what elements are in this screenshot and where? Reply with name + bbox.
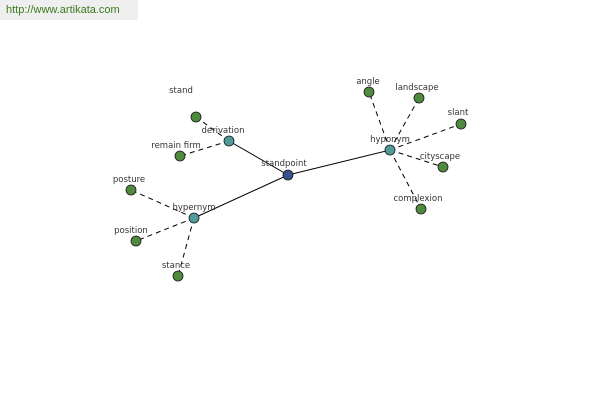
label-standpoint: standpoint — [261, 159, 307, 169]
label-hyponym: hyponym — [370, 135, 410, 145]
edge-derivation-stand — [195, 116, 230, 142]
label-remain-firm: remain firm — [151, 141, 200, 151]
edge-hypernym-position — [135, 217, 195, 242]
graph-edges — [130, 91, 462, 277]
node-hyponym[interactable] — [384, 144, 396, 156]
label-posture: posture — [113, 175, 145, 185]
edge-standpoint-derivation — [228, 140, 289, 176]
edge-hyponym-landscape — [389, 97, 420, 151]
edge-hyponym-angle — [368, 91, 391, 151]
label-cityscape: cityscape — [420, 152, 460, 162]
graph-nodes — [125, 86, 467, 282]
node-landscape[interactable] — [413, 92, 425, 104]
node-hypernym[interactable] — [188, 212, 200, 224]
edge-hypernym-stance — [177, 217, 195, 277]
label-position: position — [114, 226, 148, 236]
node-position[interactable] — [130, 235, 142, 247]
label-derivation: derivation — [201, 126, 244, 136]
edge-standpoint-hyponym — [287, 149, 391, 176]
label-complexion: complexion — [394, 194, 443, 204]
edge-hyponym-complexion — [389, 149, 422, 210]
node-angle[interactable] — [363, 86, 375, 98]
label-slant: slant — [448, 108, 469, 118]
label-stance: stance — [162, 261, 190, 271]
edge-standpoint-hypernym — [193, 174, 289, 219]
node-complexion[interactable] — [415, 203, 427, 215]
label-stand: stand — [169, 86, 193, 96]
node-standpoint[interactable] — [282, 169, 294, 181]
node-stance[interactable] — [172, 270, 184, 282]
edge-hyponym-slant — [389, 123, 462, 151]
site-url[interactable]: http://www.artikata.com — [0, 0, 138, 20]
label-landscape: landscape — [395, 83, 438, 93]
edge-hyponym-cityscape — [389, 149, 444, 168]
node-cityscape[interactable] — [437, 161, 449, 173]
graph-labels: standpoint derivation stand remain firm hype… — [113, 77, 469, 271]
node-slant[interactable] — [455, 118, 467, 130]
edge-hypernym-posture — [130, 189, 195, 219]
node-remain-firm[interactable] — [174, 150, 186, 162]
node-posture[interactable] — [125, 184, 137, 196]
node-derivation[interactable] — [223, 135, 235, 147]
node-stand[interactable] — [190, 111, 202, 123]
label-angle: angle — [356, 77, 380, 87]
label-hypernym: hypernym — [172, 203, 215, 213]
